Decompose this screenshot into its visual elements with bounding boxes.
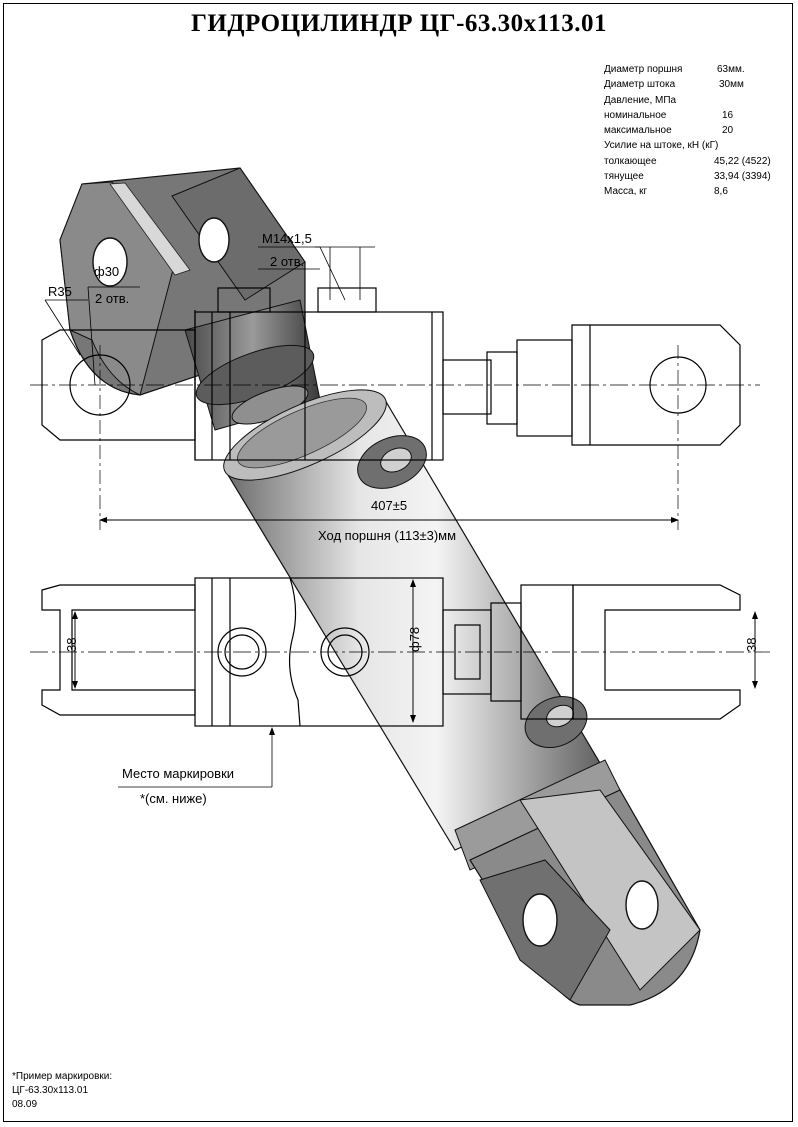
stroke-label: Ход поршня (113±3)мм bbox=[318, 528, 456, 543]
radius-label: R35 bbox=[48, 284, 72, 299]
spec-label: тянущее bbox=[604, 171, 644, 183]
spec-value: 45,22 (4522) bbox=[714, 155, 771, 167]
width-right-label: 38 bbox=[744, 638, 759, 652]
thread-label: M14х1,5 bbox=[262, 231, 312, 246]
width-left-label: 38 bbox=[64, 638, 79, 652]
spec-label: Масса, кг bbox=[604, 186, 648, 198]
drawing-date: 08.09 bbox=[12, 1099, 38, 1110]
spec-label: Давление, МПа bbox=[604, 94, 677, 106]
side-view-bottom bbox=[41, 577, 741, 727]
spec-label: номинальное bbox=[604, 109, 667, 121]
spec-value: 8,6 bbox=[714, 186, 728, 198]
marking-example: *Пример маркировки: ЦГ-63.30х113.01 08.0… bbox=[12, 1070, 112, 1112]
cylinder-3d-view bbox=[59, 167, 701, 1006]
side-view-top bbox=[41, 287, 741, 461]
spec-label: максимальное bbox=[604, 125, 672, 137]
marking-example-code: ЦГ-63.30х113.01 bbox=[12, 1085, 89, 1096]
spec-value: 63мм. bbox=[717, 64, 745, 75]
spec-label: Диаметр поршня bbox=[604, 64, 683, 75]
drawing-frame bbox=[3, 3, 793, 1122]
thread-qty-label: 2 отв. bbox=[270, 254, 304, 269]
spec-value: 33,94 (3394) bbox=[714, 171, 771, 183]
marking-label: Место маркировки bbox=[122, 766, 234, 781]
diameter-label: ф78 bbox=[407, 627, 422, 652]
marking-note: *(см. ниже) bbox=[140, 791, 207, 806]
bore-label: ф30 bbox=[94, 264, 119, 279]
spec-label: Усилие на штоке, кН (кГ) bbox=[604, 140, 719, 152]
spec-value: 20 bbox=[722, 125, 734, 137]
drawing-title: ГИДРОЦИЛИНДР ЦГ-63.30х113.01 bbox=[190, 10, 608, 37]
length-label: 407±5 bbox=[371, 498, 407, 513]
spec-value: 30мм bbox=[719, 79, 744, 91]
marking-example-label: *Пример маркировки: bbox=[12, 1071, 113, 1082]
spec-label: Диаметр штока bbox=[604, 79, 676, 91]
spec-value: 16 bbox=[722, 109, 734, 121]
spec-label: толкающее bbox=[604, 155, 657, 167]
radius-qty-label: 2 отв. bbox=[95, 291, 129, 306]
